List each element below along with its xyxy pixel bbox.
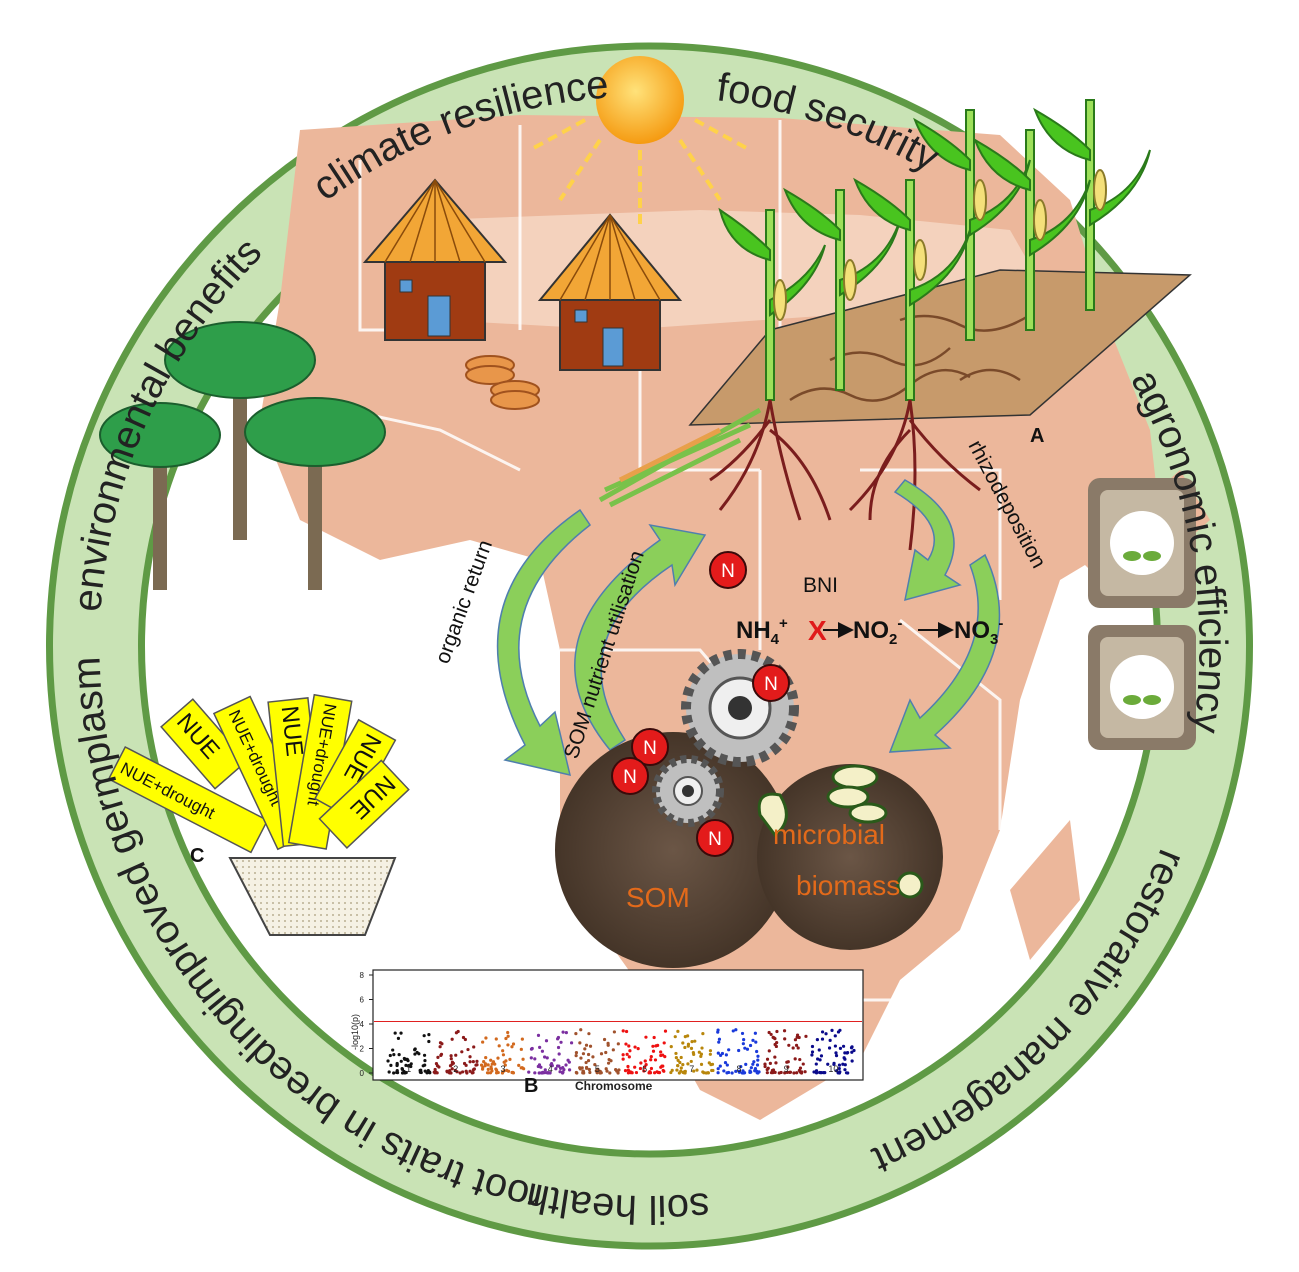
y-tick-label: 2 <box>360 1045 365 1054</box>
panel-label-b: B <box>524 1075 538 1097</box>
nitrification-chain: NH4+ X NO2- NO3- <box>736 615 1003 648</box>
germplasm-pot <box>228 857 397 936</box>
no2-superscript: - <box>897 615 902 632</box>
manhattan-xlabel: Chromosome <box>575 1079 653 1093</box>
nitrogen-badge: N <box>696 819 734 857</box>
nitrogen-badge: N <box>752 664 790 702</box>
microbial-label: microbial <box>773 819 885 850</box>
biomass-label: biomass <box>796 870 900 901</box>
y-tick-label: 0 <box>360 1069 365 1078</box>
manhattan-plot: -log10(p) Chromosome 0 2 4 6 8 1 2 3 4 5 6 7 8 9 10 <box>350 969 864 1093</box>
chromosome-points <box>716 1028 761 1075</box>
chromosome-label: 6 <box>642 1064 647 1074</box>
microbe-icon <box>757 764 924 899</box>
coins-icon <box>465 355 540 410</box>
svg-text:NO2-: NO2- <box>853 615 902 648</box>
panel-label-a: A <box>1030 425 1044 447</box>
chromosome-points <box>763 1029 808 1075</box>
maize-roots <box>709 399 981 551</box>
chromosome-points <box>479 1030 526 1075</box>
y-tick-label: 4 <box>360 1020 365 1029</box>
no3-superscript: - <box>998 615 1003 632</box>
nh4-label: NH <box>736 617 771 644</box>
tree-icon <box>99 402 221 590</box>
chromosome-points <box>810 1028 856 1075</box>
chromosome-label: 8 <box>736 1064 741 1074</box>
chromosome-points <box>574 1028 621 1075</box>
hut-icon <box>362 178 508 341</box>
crop-residue <box>598 407 762 508</box>
no3-subscript: 3 <box>990 631 998 648</box>
y-tick-label: 8 <box>360 971 365 980</box>
gear-icon <box>652 755 724 827</box>
no2-subscript: 2 <box>889 631 897 648</box>
chromosome-label: 9 <box>784 1064 789 1074</box>
chromosome-points <box>669 1029 715 1075</box>
svg-text:N: N <box>623 767 637 788</box>
nh4-subscript: 4 <box>771 631 780 648</box>
nitrogen-badge: N <box>709 551 747 589</box>
y-tick-label: 6 <box>360 996 365 1005</box>
nitrogen-badge: N <box>611 757 649 795</box>
chromosome-label: 3 <box>500 1064 505 1074</box>
fertilizer-bag-icon <box>1088 478 1196 608</box>
svg-text:N: N <box>764 674 778 695</box>
germplasm-tag-label: NUE <box>276 704 308 757</box>
chromosome-label: 4 <box>548 1064 553 1074</box>
svg-text:NO3-: NO3- <box>954 615 1003 648</box>
no3-label: NO <box>954 617 990 644</box>
chromosome-points <box>527 1030 574 1075</box>
nh4-superscript: + <box>779 615 788 632</box>
bni-label: BNI <box>803 574 838 597</box>
sun-icon <box>529 56 751 230</box>
svg-text:N: N <box>721 561 735 582</box>
chromosome-label: 10 <box>828 1064 838 1074</box>
cycle-arrows <box>496 479 1001 777</box>
chromosome-label: 1 <box>406 1064 411 1074</box>
hut-icon <box>537 213 683 371</box>
chromosome-points <box>621 1029 668 1075</box>
no2-label: NO <box>853 617 889 644</box>
chromosome-label: 2 <box>453 1064 458 1074</box>
svg-text:N: N <box>708 829 722 850</box>
manhattan-ylabel: -log10(p) <box>350 1014 360 1050</box>
inhibition-mark: X <box>808 615 827 646</box>
chromosome-label: 7 <box>689 1064 694 1074</box>
tree-icon <box>164 321 316 540</box>
chromosome-label: 5 <box>595 1064 600 1074</box>
svg-text:N: N <box>643 738 657 759</box>
svg-text:NH4+: NH4+ <box>736 615 788 648</box>
som-pool <box>555 732 791 968</box>
chromosome-points <box>432 1029 479 1075</box>
microbial-pool <box>757 764 943 950</box>
chromosome-points <box>386 1031 432 1075</box>
panel-label-c: C <box>190 845 204 867</box>
fertilizer-bag-icon <box>1088 625 1196 750</box>
nitrogen-badge: N <box>631 728 669 766</box>
maize-plants <box>718 99 1151 401</box>
field-plot <box>688 269 1192 426</box>
tree-icon <box>244 397 386 590</box>
som-label: SOM <box>626 882 690 913</box>
